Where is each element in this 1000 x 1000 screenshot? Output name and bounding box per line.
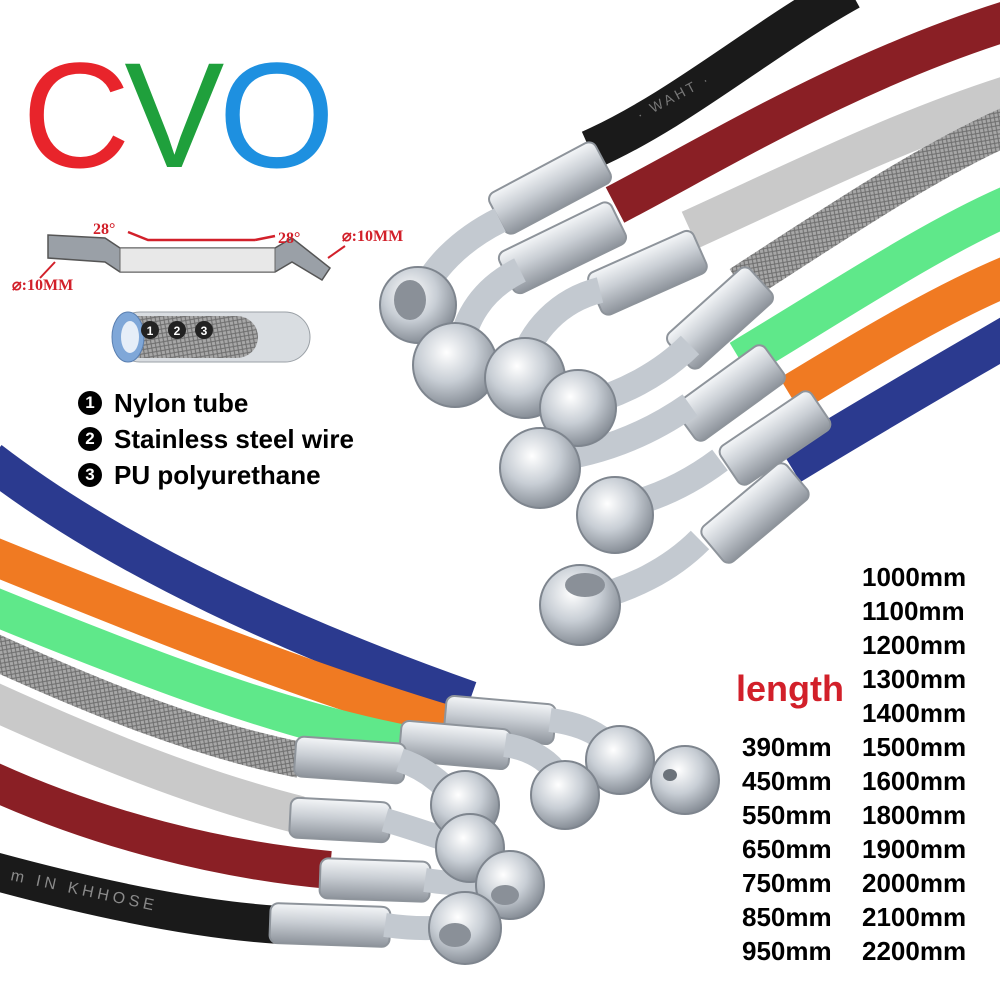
length-option: 1900mm — [862, 834, 967, 864]
length-option: 450mm — [742, 766, 832, 796]
layer-number-1: 1 — [78, 391, 102, 415]
logo-letter-v: V — [124, 31, 224, 199]
upper-fittings — [488, 141, 832, 564]
black-hose-upper — [581, 0, 860, 169]
diagram-diameter-left: ⌀:10MM — [12, 277, 73, 294]
length-option: 850mm — [742, 902, 832, 932]
length-option: 1300mm — [862, 664, 967, 694]
length-column-short: 390mm 450mm 550mm 650mm 750mm 850mm 950m… — [742, 730, 832, 968]
length-option: 2200mm — [862, 936, 967, 966]
green-hose-lower — [0, 588, 414, 764]
diagram-angle-left: 28° — [93, 221, 115, 238]
blue-hose-upper — [779, 317, 1000, 483]
layer-number-2: 2 — [78, 427, 102, 451]
layer-label-3: PU polyurethane — [114, 459, 321, 490]
layer-item-3: 3 PU polyurethane — [78, 457, 354, 493]
diagram-arrow-left — [39, 261, 56, 279]
braided-hose-upper — [729, 108, 1000, 301]
length-option: 650mm — [742, 834, 832, 864]
length-option: 550mm — [742, 800, 832, 830]
orange-hose-upper — [779, 257, 1000, 413]
lower-hose-bundle: m IN KHHOSE — [0, 444, 720, 965]
diagram-angle-left-line — [127, 230, 255, 242]
braided-hose-lower — [0, 634, 304, 778]
logo-letter-c: C — [22, 31, 130, 199]
length-option: 1200mm — [862, 630, 967, 660]
layer-label-1: Nylon tube — [114, 387, 249, 418]
length-option: 1000mm — [862, 562, 967, 592]
logo-letter-o: O — [218, 31, 335, 199]
red-hose-upper — [605, 2, 1000, 223]
tube-end-inner — [121, 321, 139, 353]
tube-layer-1: 1 — [147, 324, 154, 338]
length-option: 2100mm — [862, 902, 967, 932]
length-option: 1100mm — [862, 596, 965, 626]
grey-hose-upper — [681, 77, 1000, 249]
brand-logo: CVO — [22, 31, 335, 199]
length-option: 950mm — [742, 936, 832, 966]
diagram-diameter-right: ⌀:10MM — [342, 228, 403, 245]
tube-cross-section: 1 2 3 — [111, 311, 311, 363]
diagram-arrow-right — [327, 245, 346, 259]
red-hose-lower — [0, 763, 332, 889]
length-option: 1600mm — [862, 766, 967, 796]
lower-fittings — [268, 694, 557, 948]
tube-layer-3: 3 — [201, 324, 208, 338]
hose-angle-diagram: 28° 28° ⌀:10MM ⌀:10MM — [12, 221, 403, 294]
black-hose-lower — [0, 853, 282, 944]
length-title: length — [736, 668, 844, 709]
length-column-long: 1000mm 1100mm 1200mm 1300mm 1400mm 1500m… — [862, 560, 966, 968]
orange-hose-lower — [0, 538, 456, 744]
diagram-angle-right-line — [254, 234, 276, 242]
upper-hose-bundle: · WAHT · — [379, 0, 1000, 646]
layer-item-1: 1 Nylon tube — [78, 385, 354, 421]
diagram-angle-right: 28° — [278, 230, 300, 247]
lower-banjo-eyes — [428, 725, 720, 965]
length-option: 750mm — [742, 868, 832, 898]
length-option: 1800mm — [862, 800, 967, 830]
length-option: 2000mm — [862, 868, 967, 898]
layer-label-2: Stainless steel wire — [114, 423, 354, 454]
layer-item-2: 2 Stainless steel wire — [78, 421, 354, 457]
layer-number-3: 3 — [78, 463, 102, 487]
grey-hose-lower — [0, 683, 305, 834]
layer-legend: 1 Nylon tube 2 Stainless steel wire 3 PU… — [78, 385, 354, 493]
length-option: 1500mm — [862, 732, 967, 762]
blue-hose-lower — [0, 444, 477, 718]
diagram-hose-body — [119, 247, 276, 273]
green-hose-upper — [729, 187, 1000, 378]
length-option: 390mm — [742, 732, 832, 762]
length-option: 1400mm — [862, 698, 967, 728]
tube-layer-2: 2 — [174, 324, 181, 338]
upper-banjo-eyes — [379, 266, 654, 646]
